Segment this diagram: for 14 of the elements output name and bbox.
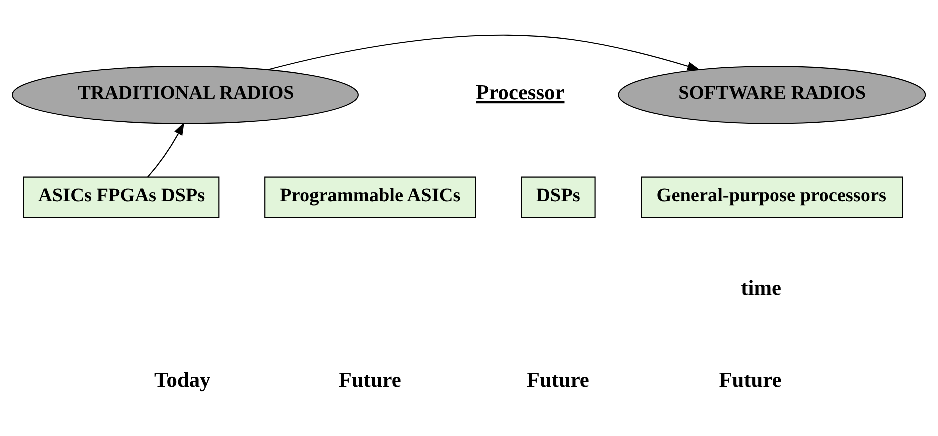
node-box: ASICs FPGAs DSPs — [23, 176, 220, 218]
node-box: DSPs — [521, 176, 596, 218]
label: Future — [338, 367, 402, 392]
node-ellipse: TRADITIONAL RADIOS — [12, 66, 359, 124]
node-box: Programmable ASICs — [264, 176, 476, 218]
label: Future — [526, 367, 590, 392]
label: Future — [719, 367, 782, 392]
label: Today — [154, 367, 211, 392]
label: Processor — [476, 80, 565, 104]
label: time — [741, 275, 782, 300]
node-ellipse: SOFTWARE RADIOS — [618, 66, 926, 124]
arrow — [268, 34, 700, 70]
arrow — [148, 122, 184, 178]
node-box: General-purpose processors — [641, 176, 904, 218]
